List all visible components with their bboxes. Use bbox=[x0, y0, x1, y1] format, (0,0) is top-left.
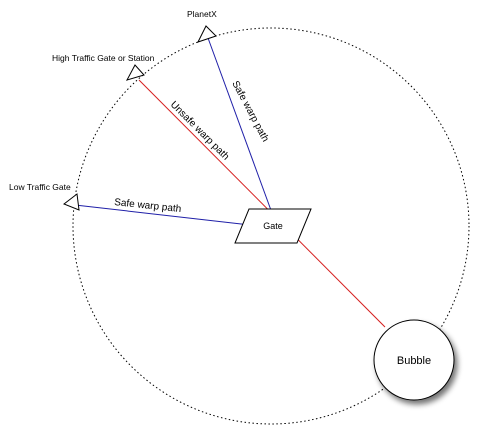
safe-path-low-label: Safe warp path bbox=[114, 197, 182, 215]
bubble-shape bbox=[373, 319, 455, 401]
safe-path-planet-label: Safe warp path bbox=[229, 79, 270, 144]
gate-shape bbox=[234, 208, 312, 244]
low-traffic-label: Low Traffic Gate bbox=[9, 182, 71, 192]
planet-warp-line bbox=[207, 37, 273, 214]
gate-label: Gate bbox=[263, 221, 283, 231]
low-traffic-warp-line bbox=[74, 204, 251, 226]
unsafe-warp-line bbox=[138, 79, 386, 328]
unsafe-path-label: Unsafe warp path bbox=[168, 99, 231, 162]
high-traffic-label: High Traffic Gate or Station bbox=[52, 53, 155, 63]
low-traffic-marker-icon bbox=[62, 193, 80, 211]
bubble-label: Bubble bbox=[397, 355, 431, 367]
planet-marker-icon bbox=[197, 25, 217, 43]
planet-label: PlanetX bbox=[187, 9, 217, 19]
gate-node: Gate bbox=[234, 208, 312, 244]
bubble-node: Bubble bbox=[373, 319, 455, 401]
range-circle bbox=[72, 27, 470, 425]
high-traffic-marker-icon bbox=[125, 64, 145, 81]
